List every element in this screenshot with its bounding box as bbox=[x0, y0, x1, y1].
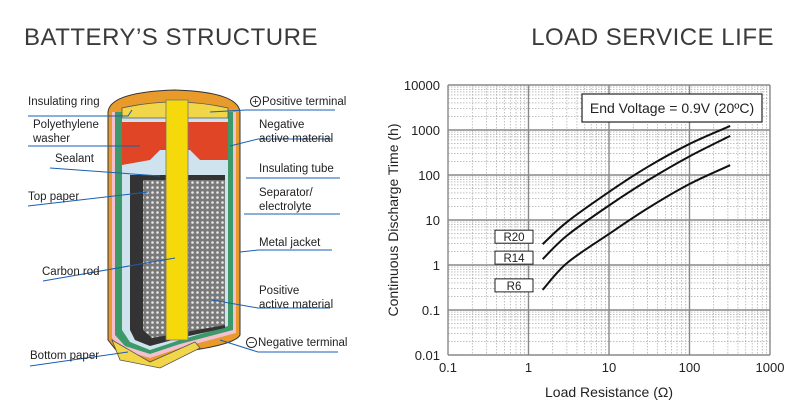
series-label-box bbox=[494, 250, 534, 265]
label-text: Positive terminal bbox=[262, 96, 347, 108]
label-polyethylene-washer: Polyethylene washer bbox=[33, 118, 99, 146]
label-line1: Positive bbox=[259, 285, 300, 297]
load-service-life-title: LOAD SERVICE LIFE bbox=[531, 24, 774, 51]
label-positive-active-material: Positive active material bbox=[259, 284, 333, 312]
label-line2: washer bbox=[33, 133, 71, 145]
label-line2: active material bbox=[259, 133, 334, 145]
label-insulating-tube: Insulating tube bbox=[259, 163, 334, 175]
label-line2: electrolyte bbox=[259, 201, 312, 213]
x-tick-label: 10 bbox=[602, 360, 616, 375]
label-separator-electrolyte: Separator/electrolyte bbox=[259, 186, 313, 214]
plus-circle-icon: + bbox=[250, 96, 261, 108]
series-label: R14 bbox=[503, 253, 525, 265]
series-label: R20 bbox=[503, 232, 524, 244]
series-label: R6 bbox=[507, 281, 522, 293]
label-line1: Polyethylene bbox=[33, 119, 99, 131]
y-axis-label: Continuous Discharge Time (h) bbox=[385, 124, 401, 317]
y-tick-label: 100 bbox=[418, 168, 440, 183]
y-tick-label: 1000 bbox=[411, 123, 440, 138]
battery-cutaway bbox=[107, 89, 241, 369]
y-tick-label: 1 bbox=[433, 258, 440, 273]
label-negative-active-material: Negative active material bbox=[259, 118, 333, 146]
series-line-r6 bbox=[541, 164, 731, 291]
series-label-box bbox=[494, 229, 534, 244]
label-top-paper: Top paper bbox=[28, 191, 80, 203]
x-tick-label: 1000 bbox=[756, 360, 785, 375]
series-line-r14 bbox=[541, 134, 731, 260]
x-axis-label: Load Resistance (Ω) bbox=[545, 384, 673, 400]
series-line-r20 bbox=[541, 125, 731, 245]
annotation-text: End Voltage = 0.9V (20ºC) bbox=[590, 100, 754, 116]
label-sealant: Sealant bbox=[55, 153, 95, 165]
x-tick-label: 100 bbox=[679, 360, 701, 375]
label-line1: Negative bbox=[259, 119, 305, 131]
label-insulating-ring: Insulating ring bbox=[28, 96, 100, 108]
minus-circle-icon: − bbox=[246, 337, 257, 349]
label-negative-terminal: −Negative terminal bbox=[246, 336, 347, 350]
label-carbon-rod: Carbon rod bbox=[42, 266, 100, 278]
x-tick-label: 0.1 bbox=[439, 360, 457, 375]
battery-structure-title: BATTERY’S STRUCTURE bbox=[24, 24, 318, 51]
x-tick-label: 1 bbox=[525, 360, 532, 375]
y-tick-label: 0.01 bbox=[415, 348, 440, 363]
y-tick-label: 10000 bbox=[404, 78, 440, 93]
y-tick-label: 10 bbox=[426, 213, 440, 228]
y-tick-label: 0.1 bbox=[422, 303, 440, 318]
label-positive-terminal: +Positive terminal bbox=[250, 95, 346, 109]
label-line2: active material bbox=[259, 299, 334, 311]
label-bottom-paper: Bottom paper bbox=[30, 350, 100, 362]
annotation-box bbox=[581, 93, 763, 123]
label-metal-jacket: Metal jacket bbox=[259, 237, 321, 249]
label-line1: Separator/ bbox=[259, 187, 313, 199]
leader-lines bbox=[27, 109, 340, 367]
series-label-box bbox=[494, 278, 534, 293]
label-text: Negative terminal bbox=[258, 337, 348, 349]
